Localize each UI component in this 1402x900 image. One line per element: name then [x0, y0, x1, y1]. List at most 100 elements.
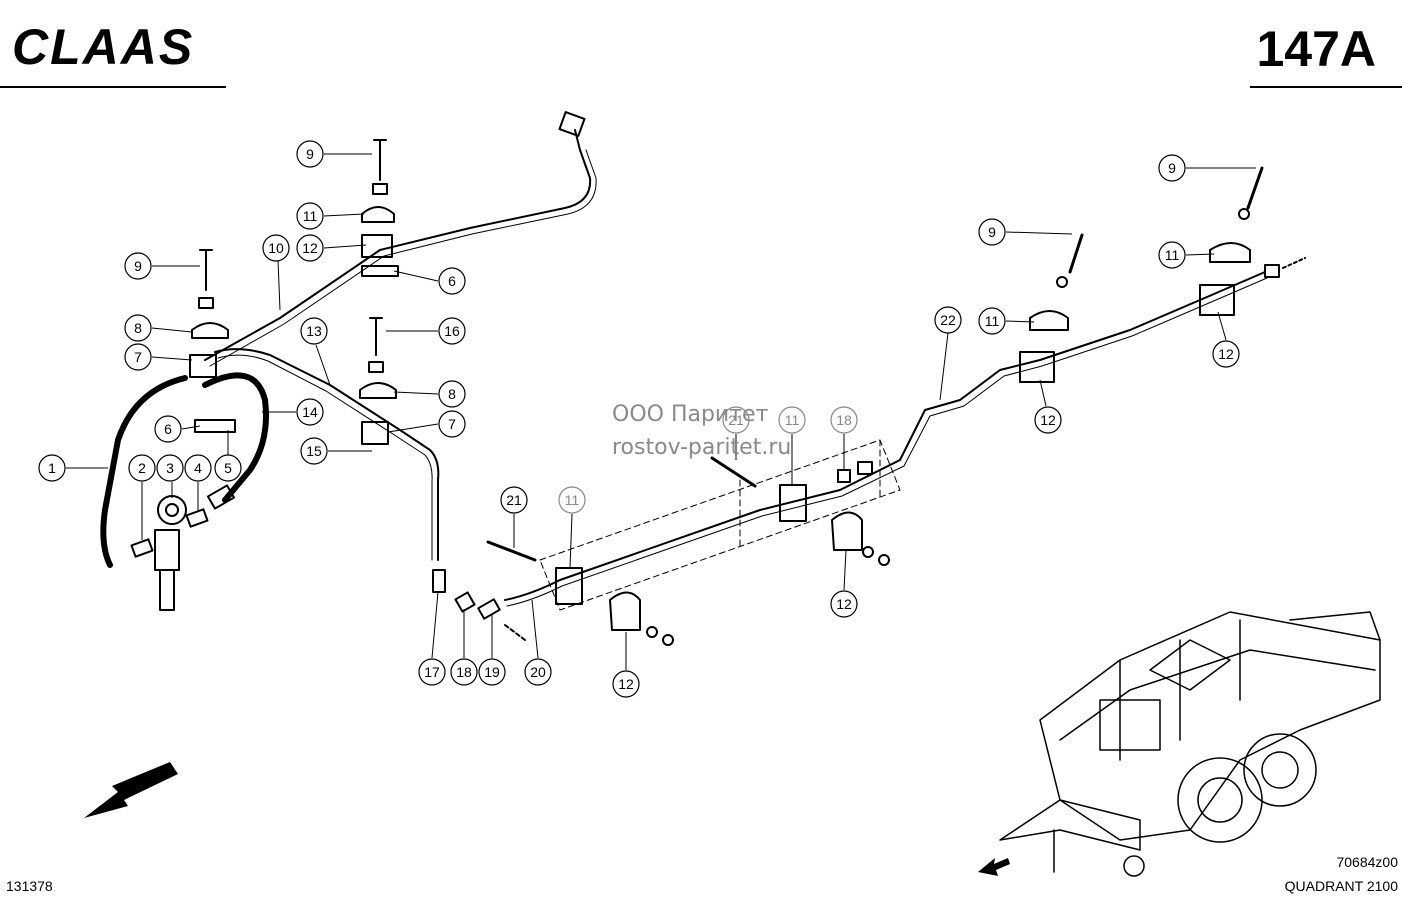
fitting-2	[130, 538, 154, 558]
callout-8: 8	[124, 314, 152, 342]
clamp-11-low	[555, 567, 583, 605]
callout-circle	[296, 234, 324, 262]
top-fitting	[558, 111, 586, 137]
callout-circle	[830, 590, 858, 618]
callout-circle	[128, 454, 156, 482]
leader-8-left	[151, 327, 193, 333]
leader-10	[277, 259, 281, 311]
callout-label: 17	[424, 664, 440, 680]
callout-9: 9	[124, 252, 152, 280]
fitting-18	[454, 591, 476, 613]
callout-label: 11	[785, 412, 800, 428]
callout-label: 11	[303, 208, 318, 224]
callout-circle	[500, 486, 528, 514]
callout-16: 16	[438, 317, 466, 345]
callout-circle	[722, 406, 750, 434]
leader-12-right-a	[1039, 379, 1047, 407]
callout-label: 15	[306, 443, 322, 459]
washer-right-a	[1056, 276, 1068, 288]
clamp-block-7-mid	[361, 421, 389, 445]
callout-4: 4	[184, 454, 212, 482]
callout-circle	[300, 437, 328, 465]
fitting-18-mid	[837, 469, 851, 483]
callout-circle	[1212, 340, 1240, 368]
nut-left	[198, 297, 214, 309]
callout-label: 12	[302, 240, 318, 256]
callout-17: 17	[418, 658, 446, 686]
callout-label: 12	[836, 596, 852, 612]
leader-7-left	[151, 356, 193, 361]
callout-label: 20	[530, 664, 546, 680]
bolt-9-left	[199, 249, 213, 291]
pipe-10-inner	[209, 149, 597, 367]
callout-circle	[1158, 154, 1186, 182]
fitting-4	[185, 508, 209, 528]
leader-22	[939, 332, 949, 401]
clamp-12-right-a	[1019, 351, 1055, 383]
bolt-9-right-a	[1068, 233, 1084, 274]
page-code: 147A	[1256, 21, 1376, 77]
bracket-11-right-a	[1029, 310, 1069, 331]
fitting-end-right	[1264, 264, 1280, 278]
leader-11-top	[323, 213, 365, 217]
leader-9-right-a	[1005, 231, 1073, 235]
leader-8-mid	[393, 391, 439, 395]
callout-9: 9	[978, 218, 1006, 246]
leader-20	[531, 599, 539, 659]
watermark-site: rostov-paritet.ru	[612, 435, 792, 460]
hose-14	[202, 372, 269, 503]
callout-circle	[978, 218, 1006, 246]
bracket-11-right-b	[1209, 242, 1251, 263]
callout-15: 15	[300, 437, 328, 465]
callout-circle	[296, 140, 324, 168]
callout-12: 12	[830, 590, 858, 618]
bolt-9-right-b	[1246, 166, 1264, 210]
callout-19: 19	[478, 658, 506, 686]
callout-12: 12	[296, 234, 324, 262]
callout-circle	[296, 202, 324, 230]
cylinder-rod	[159, 569, 175, 611]
callout-11: 11	[296, 202, 324, 230]
callout-2: 2	[128, 454, 156, 482]
fitting-end-right-tip	[1282, 257, 1306, 269]
washer-low-b	[662, 634, 674, 646]
callout-label: 2	[138, 460, 146, 476]
callout-label: 3	[166, 460, 174, 476]
callout-circle	[978, 307, 1006, 335]
callout-circle	[300, 317, 328, 345]
callout-14: 14	[296, 398, 324, 426]
bolt-21-mid	[710, 456, 757, 488]
callout-circle	[778, 406, 806, 434]
callout-label: 7	[448, 416, 456, 432]
callout-11: 11	[1158, 241, 1186, 269]
guide-box	[539, 439, 901, 611]
watermark: ООО Паритет rostov-paritet.ru	[612, 398, 791, 464]
callout-circle	[438, 317, 466, 345]
callout-21: 21	[500, 486, 528, 514]
callout-11: 11	[558, 486, 586, 514]
callout-circle	[1034, 406, 1062, 434]
claas-logo: CLAAS	[12, 19, 195, 75]
pipe-13-inner	[217, 354, 433, 561]
callout-label: 4	[194, 460, 202, 476]
leader-13	[315, 344, 331, 386]
callout-circle	[38, 454, 66, 482]
cylinder-eye	[157, 495, 187, 525]
callout-circle	[558, 486, 586, 514]
callout-label: 9	[134, 258, 142, 274]
drawing-number: 70684z00	[1336, 854, 1398, 870]
callout-22: 22	[934, 306, 962, 334]
callout-circle	[184, 454, 212, 482]
leader-6-top	[393, 270, 439, 282]
callout-6: 6	[154, 415, 182, 443]
fitting-19-end	[504, 624, 526, 641]
callout-18: 18	[830, 406, 858, 434]
callout-circle	[124, 343, 152, 371]
clamp-11-mid	[779, 484, 807, 522]
nut-top	[372, 183, 388, 195]
bracket-11-top	[361, 206, 395, 223]
callout-circle	[478, 658, 506, 686]
callout-12: 12	[1034, 406, 1062, 434]
bracket-12-mid	[831, 511, 863, 551]
